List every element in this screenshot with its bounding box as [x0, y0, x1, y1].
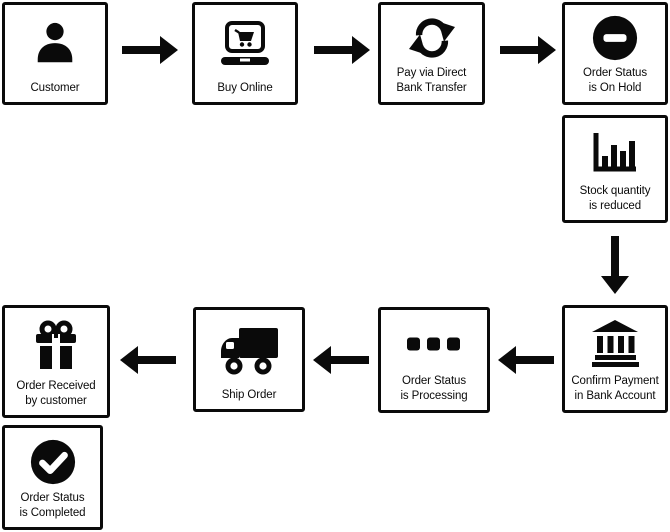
bank-icon — [567, 312, 663, 374]
gift-icon — [7, 312, 105, 379]
laptop-shopping-cart-icon — [197, 9, 293, 81]
check-circle-icon — [7, 432, 98, 491]
node-order-on-hold: Order Status is On Hold — [562, 2, 668, 105]
arrow-right-icon — [500, 36, 556, 64]
arrow-left-icon — [498, 346, 554, 374]
minus-circle-icon — [567, 9, 663, 66]
node-pay-bank-transfer: Pay via Direct Bank Transfer — [378, 2, 485, 105]
node-label: Customer — [30, 81, 80, 94]
node-label: Order Status is Completed — [19, 492, 86, 519]
node-order-processing: Order Status is Processing — [378, 307, 490, 413]
arrow-left-icon — [120, 346, 176, 374]
node-label: Order Status is On Hold — [583, 67, 647, 94]
node-order-completed: Order Status is Completed — [2, 425, 103, 530]
node-customer: Customer — [2, 2, 108, 105]
node-label: Order Received by customer — [16, 380, 96, 407]
node-label: Confirm Payment in Bank Account — [571, 375, 659, 402]
arrow-right-icon — [122, 36, 178, 64]
node-confirm-payment: Confirm Payment in Bank Account — [562, 305, 668, 413]
ellipsis-icon — [383, 314, 485, 374]
arrow-down-icon — [601, 236, 629, 294]
node-label: Buy Online — [217, 81, 273, 94]
arrow-left-icon — [313, 346, 369, 374]
node-label: Pay via Direct Bank Transfer — [396, 67, 467, 94]
node-ship-order: Ship Order — [193, 307, 305, 412]
node-buy-online: Buy Online — [192, 2, 298, 105]
node-label: Order Status is Processing — [400, 375, 468, 402]
person-icon — [7, 9, 103, 81]
truck-icon — [198, 314, 300, 388]
node-order-received: Order Received by customer — [2, 305, 110, 418]
node-label: Ship Order — [221, 388, 277, 401]
bar-chart-icon — [567, 122, 663, 184]
node-label: Stock quantity is reduced — [579, 185, 651, 212]
node-stock-reduced: Stock quantity is reduced — [562, 115, 668, 223]
sync-arrows-icon — [383, 9, 480, 66]
arrow-right-icon — [314, 36, 370, 64]
